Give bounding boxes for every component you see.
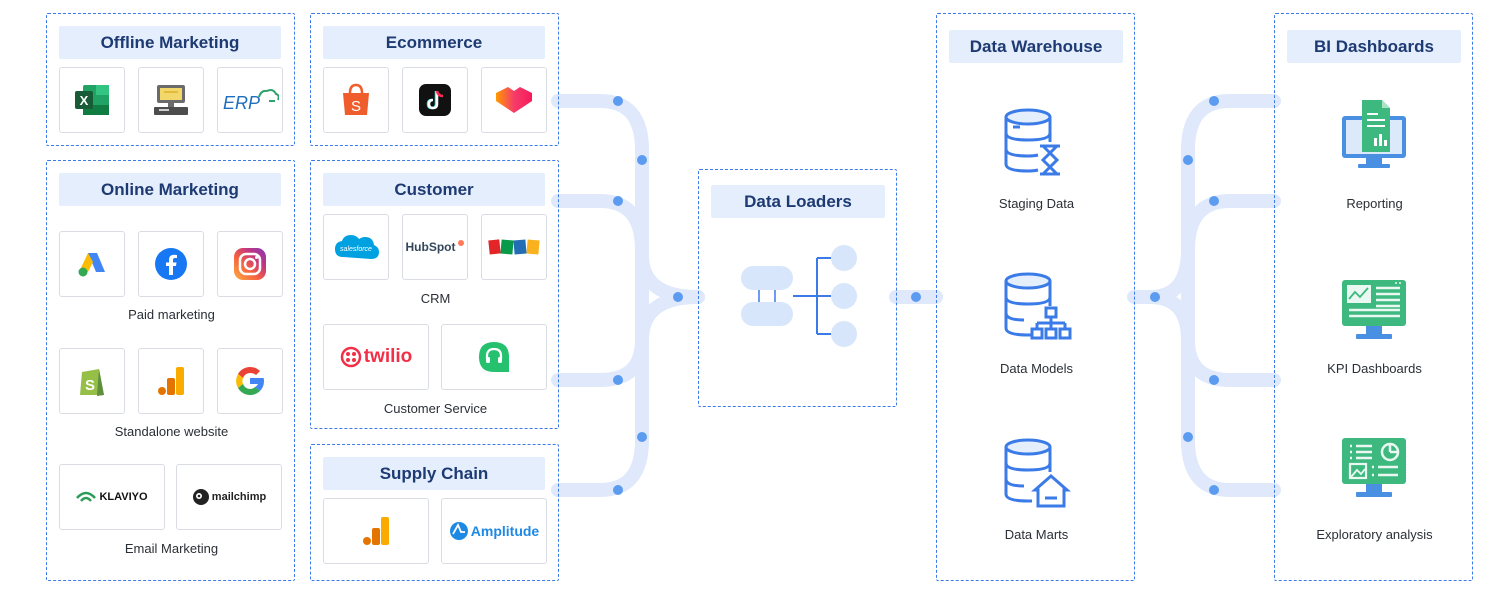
- email-marketing-caption: Email Marketing: [124, 541, 219, 556]
- customer-group: Customer salesforce HubSpot CRM twilio: [310, 160, 559, 429]
- bi-dashboards-group: BI Dashboards Reporting KPI Dashboards: [1274, 13, 1473, 581]
- database-house-icon: [1004, 438, 1071, 508]
- supply-chain-title: Supply Chain: [323, 457, 545, 490]
- google-analytics-icon: [158, 367, 184, 395]
- analytics-tile[interactable]: [323, 498, 429, 564]
- database-hourglass-icon: [1004, 108, 1060, 176]
- salesforce-logo-text: salesforce: [340, 246, 372, 253]
- mailchimp-icon: [192, 489, 209, 505]
- salesforce-tile[interactable]: salesforce: [323, 214, 389, 280]
- monitor-report-icon: [1342, 100, 1406, 168]
- offline-marketing-title: Offline Marketing: [59, 26, 281, 59]
- svg-text:S: S: [351, 98, 361, 115]
- klaviyo-logo-text: KLAVIYO: [99, 491, 148, 503]
- warehouse-item-label: Data Marts: [1004, 527, 1069, 542]
- svg-text:X: X: [80, 93, 89, 108]
- erp-tile[interactable]: ERP: [217, 67, 283, 133]
- online-marketing-group: Online Marketing Paid marketing S: [46, 160, 295, 581]
- salesforce-icon: salesforce: [335, 235, 379, 259]
- excel-tile[interactable]: X: [59, 67, 125, 133]
- klaviyo-icon: [76, 491, 97, 502]
- paid-marketing-caption: Paid marketing: [128, 307, 215, 322]
- customer-service-caption: Customer Service: [383, 401, 488, 416]
- data-loader-icon: [741, 245, 857, 347]
- google-icon: [236, 366, 264, 395]
- supply-chain-group: Supply Chain Amplitude: [310, 444, 559, 581]
- monitor-analysis-icon: [1342, 438, 1406, 497]
- instagram-tile[interactable]: [217, 231, 283, 297]
- bi-dashboards-title: BI Dashboards: [1287, 30, 1461, 63]
- klaviyo-tile[interactable]: KLAVIYO: [59, 464, 165, 530]
- data-loaders-group: Data Loaders: [698, 169, 897, 407]
- erp-icon: ERP: [223, 89, 279, 113]
- shopify-tile[interactable]: S: [59, 348, 125, 414]
- shopify-icon: S: [80, 369, 104, 396]
- bi-item-label: Reporting: [1346, 196, 1403, 211]
- lazada-icon: [496, 87, 532, 113]
- facebook-tile[interactable]: [138, 231, 204, 297]
- data-warehouse-title: Data Warehouse: [949, 30, 1123, 63]
- tiktok-tile[interactable]: [402, 67, 468, 133]
- amplitude-icon: [449, 522, 468, 540]
- facebook-icon: [155, 248, 187, 280]
- hubspot-tile[interactable]: HubSpot: [402, 214, 468, 280]
- google-tile[interactable]: [217, 348, 283, 414]
- google-analytics-tile[interactable]: [138, 348, 204, 414]
- shopee-tile[interactable]: S: [323, 67, 389, 133]
- amplitude-tile[interactable]: Amplitude: [441, 498, 547, 564]
- google-ads-icon: [78, 253, 105, 277]
- data-loaders-title: Data Loaders: [711, 185, 885, 218]
- offline-marketing-group: Offline Marketing X ERP: [46, 13, 295, 146]
- instagram-icon: [234, 248, 266, 280]
- online-marketing-title: Online Marketing: [59, 173, 281, 206]
- google-analytics-icon: [363, 517, 389, 545]
- shopee-icon: S: [343, 83, 369, 115]
- crm-caption: CRM: [420, 291, 451, 306]
- mailchimp-tile[interactable]: mailchimp: [176, 464, 282, 530]
- ecommerce-group: Ecommerce S: [310, 13, 559, 146]
- bi-item-label: Exploratory analysis: [1316, 527, 1433, 542]
- headset-support-icon: [479, 342, 509, 372]
- ecommerce-title: Ecommerce: [323, 26, 545, 59]
- zoho-tile[interactable]: [481, 214, 547, 280]
- mailchimp-logo-text: mailchimp: [211, 491, 267, 503]
- freshdesk-tile[interactable]: [441, 324, 547, 390]
- hubspot-logo-text: HubSpot: [405, 240, 456, 254]
- twilio-tile[interactable]: twilio: [323, 324, 429, 390]
- twilio-icon: [340, 346, 361, 368]
- standalone-website-caption: Standalone website: [114, 424, 229, 439]
- customer-title: Customer: [323, 173, 545, 206]
- twilio-logo-text: twilio: [363, 346, 413, 367]
- pos-terminal-icon: [154, 85, 188, 115]
- excel-icon: X: [75, 85, 109, 115]
- svg-text:ERP: ERP: [223, 93, 260, 113]
- google-ads-tile[interactable]: [59, 231, 125, 297]
- svg-text:S: S: [85, 377, 95, 394]
- data-warehouse-group: Data Warehouse Staging Data Data Models: [936, 13, 1135, 581]
- hubspot-sprocket-icon: [457, 240, 464, 246]
- tiktok-icon: [419, 84, 451, 116]
- warehouse-item-label: Data Models: [1000, 361, 1073, 376]
- amplitude-logo-text: Amplitude: [470, 523, 540, 539]
- warehouse-item-label: Staging Data: [998, 196, 1075, 211]
- lazada-tile[interactable]: [481, 67, 547, 133]
- monitor-kpi-icon: [1342, 280, 1406, 339]
- database-hierarchy-icon: [1004, 272, 1072, 340]
- bi-item-label: KPI Dashboards: [1327, 361, 1422, 376]
- pos-tile[interactable]: [138, 67, 204, 133]
- zoho-icon: [488, 239, 540, 255]
